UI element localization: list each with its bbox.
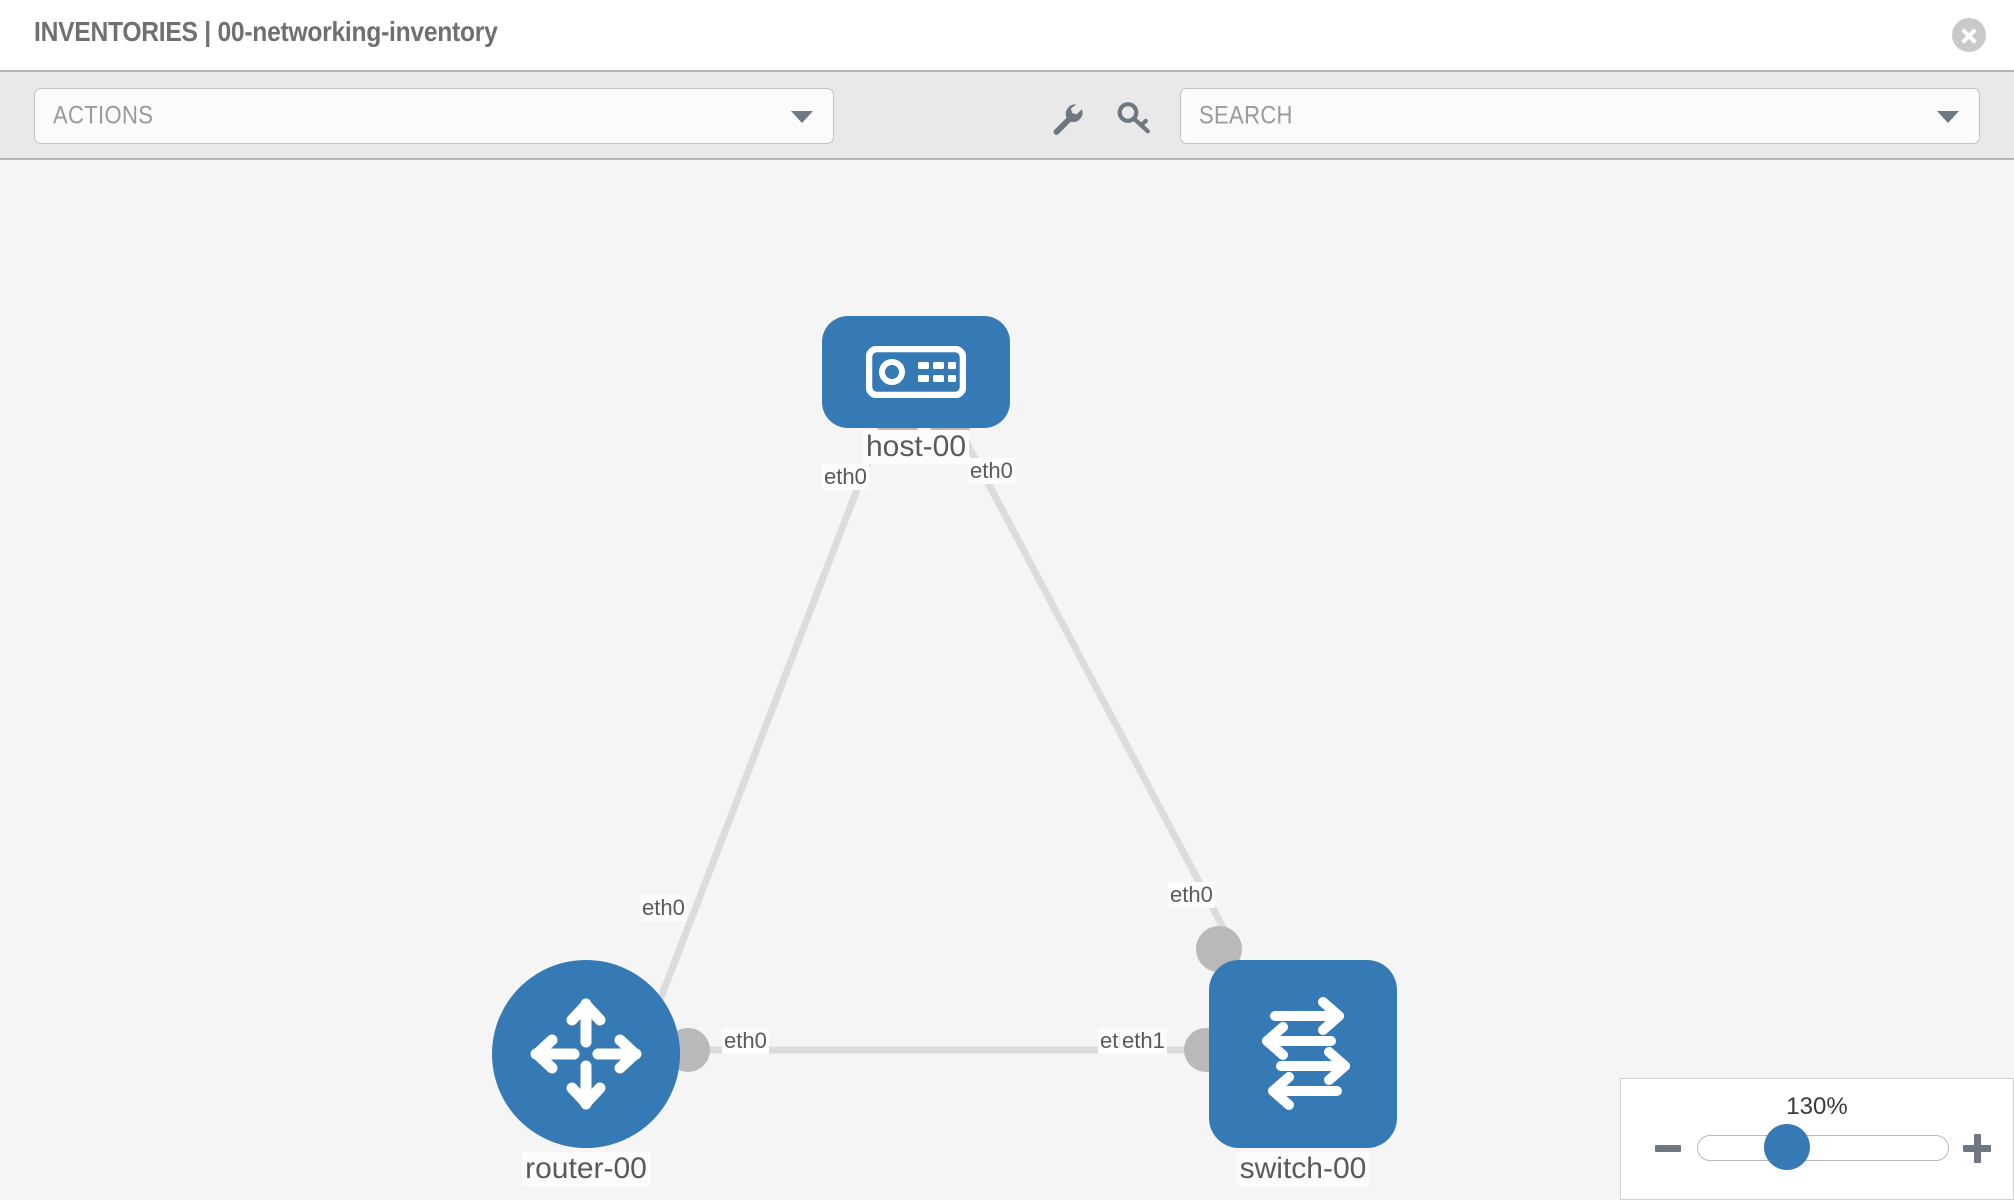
- link-router-host: [656, 428, 884, 1002]
- zoom-level-value: 130%: [1786, 1093, 1848, 1120]
- topology-links: [656, 428, 1239, 1054]
- switch-node-shape: [1209, 960, 1397, 1148]
- iface-label-switch-left-b: eth1: [1120, 1028, 1167, 1054]
- actions-dropdown[interactable]: ACTIONS: [34, 88, 834, 144]
- iface-label-host-right: eth0: [968, 458, 1015, 484]
- iface-label-host-left: eth0: [822, 464, 869, 490]
- iface-label-router-up: eth0: [640, 895, 687, 921]
- iface-label-router-right: eth0: [722, 1028, 769, 1054]
- page-title: INVENTORIES | 00-networking-inventory: [34, 16, 498, 47]
- router-node-shape: [492, 960, 680, 1148]
- node-label-switch: switch-00: [1236, 1152, 1370, 1186]
- zoom-out-button[interactable]: [1655, 1133, 1685, 1163]
- host-node-shape: [822, 316, 1010, 428]
- close-icon[interactable]: [1952, 18, 1986, 52]
- node-label-router: router-00: [522, 1152, 650, 1186]
- wrench-icon[interactable]: [1046, 98, 1086, 138]
- zoom-control-panel: 130%: [1620, 1078, 2014, 1200]
- chevron-down-icon: [791, 111, 813, 123]
- router-icon: [530, 998, 642, 1110]
- chevron-down-icon: [1937, 111, 1959, 123]
- zoom-slider-thumb[interactable]: [1764, 1124, 1810, 1170]
- page-header: INVENTORIES | 00-networking-inventory: [0, 0, 2014, 70]
- zoom-slider-track[interactable]: [1697, 1135, 1949, 1161]
- actions-dropdown-label: ACTIONS: [53, 101, 154, 130]
- toolbar: ACTIONS SEARCH: [0, 70, 2014, 160]
- key-icon[interactable]: [1114, 98, 1154, 138]
- node-label-host: host-00: [862, 430, 970, 464]
- search-dropdown[interactable]: SEARCH: [1180, 88, 1980, 144]
- search-input-placeholder: SEARCH: [1199, 101, 1293, 130]
- server-icon: [866, 346, 966, 398]
- link-host-switch: [956, 428, 1239, 952]
- zoom-in-button[interactable]: [1963, 1133, 1993, 1163]
- topology-canvas[interactable]: host-00 router-00: [0, 160, 2014, 1200]
- switch-icon: [1262, 997, 1350, 1110]
- iface-label-switch-up: eth0: [1168, 882, 1215, 908]
